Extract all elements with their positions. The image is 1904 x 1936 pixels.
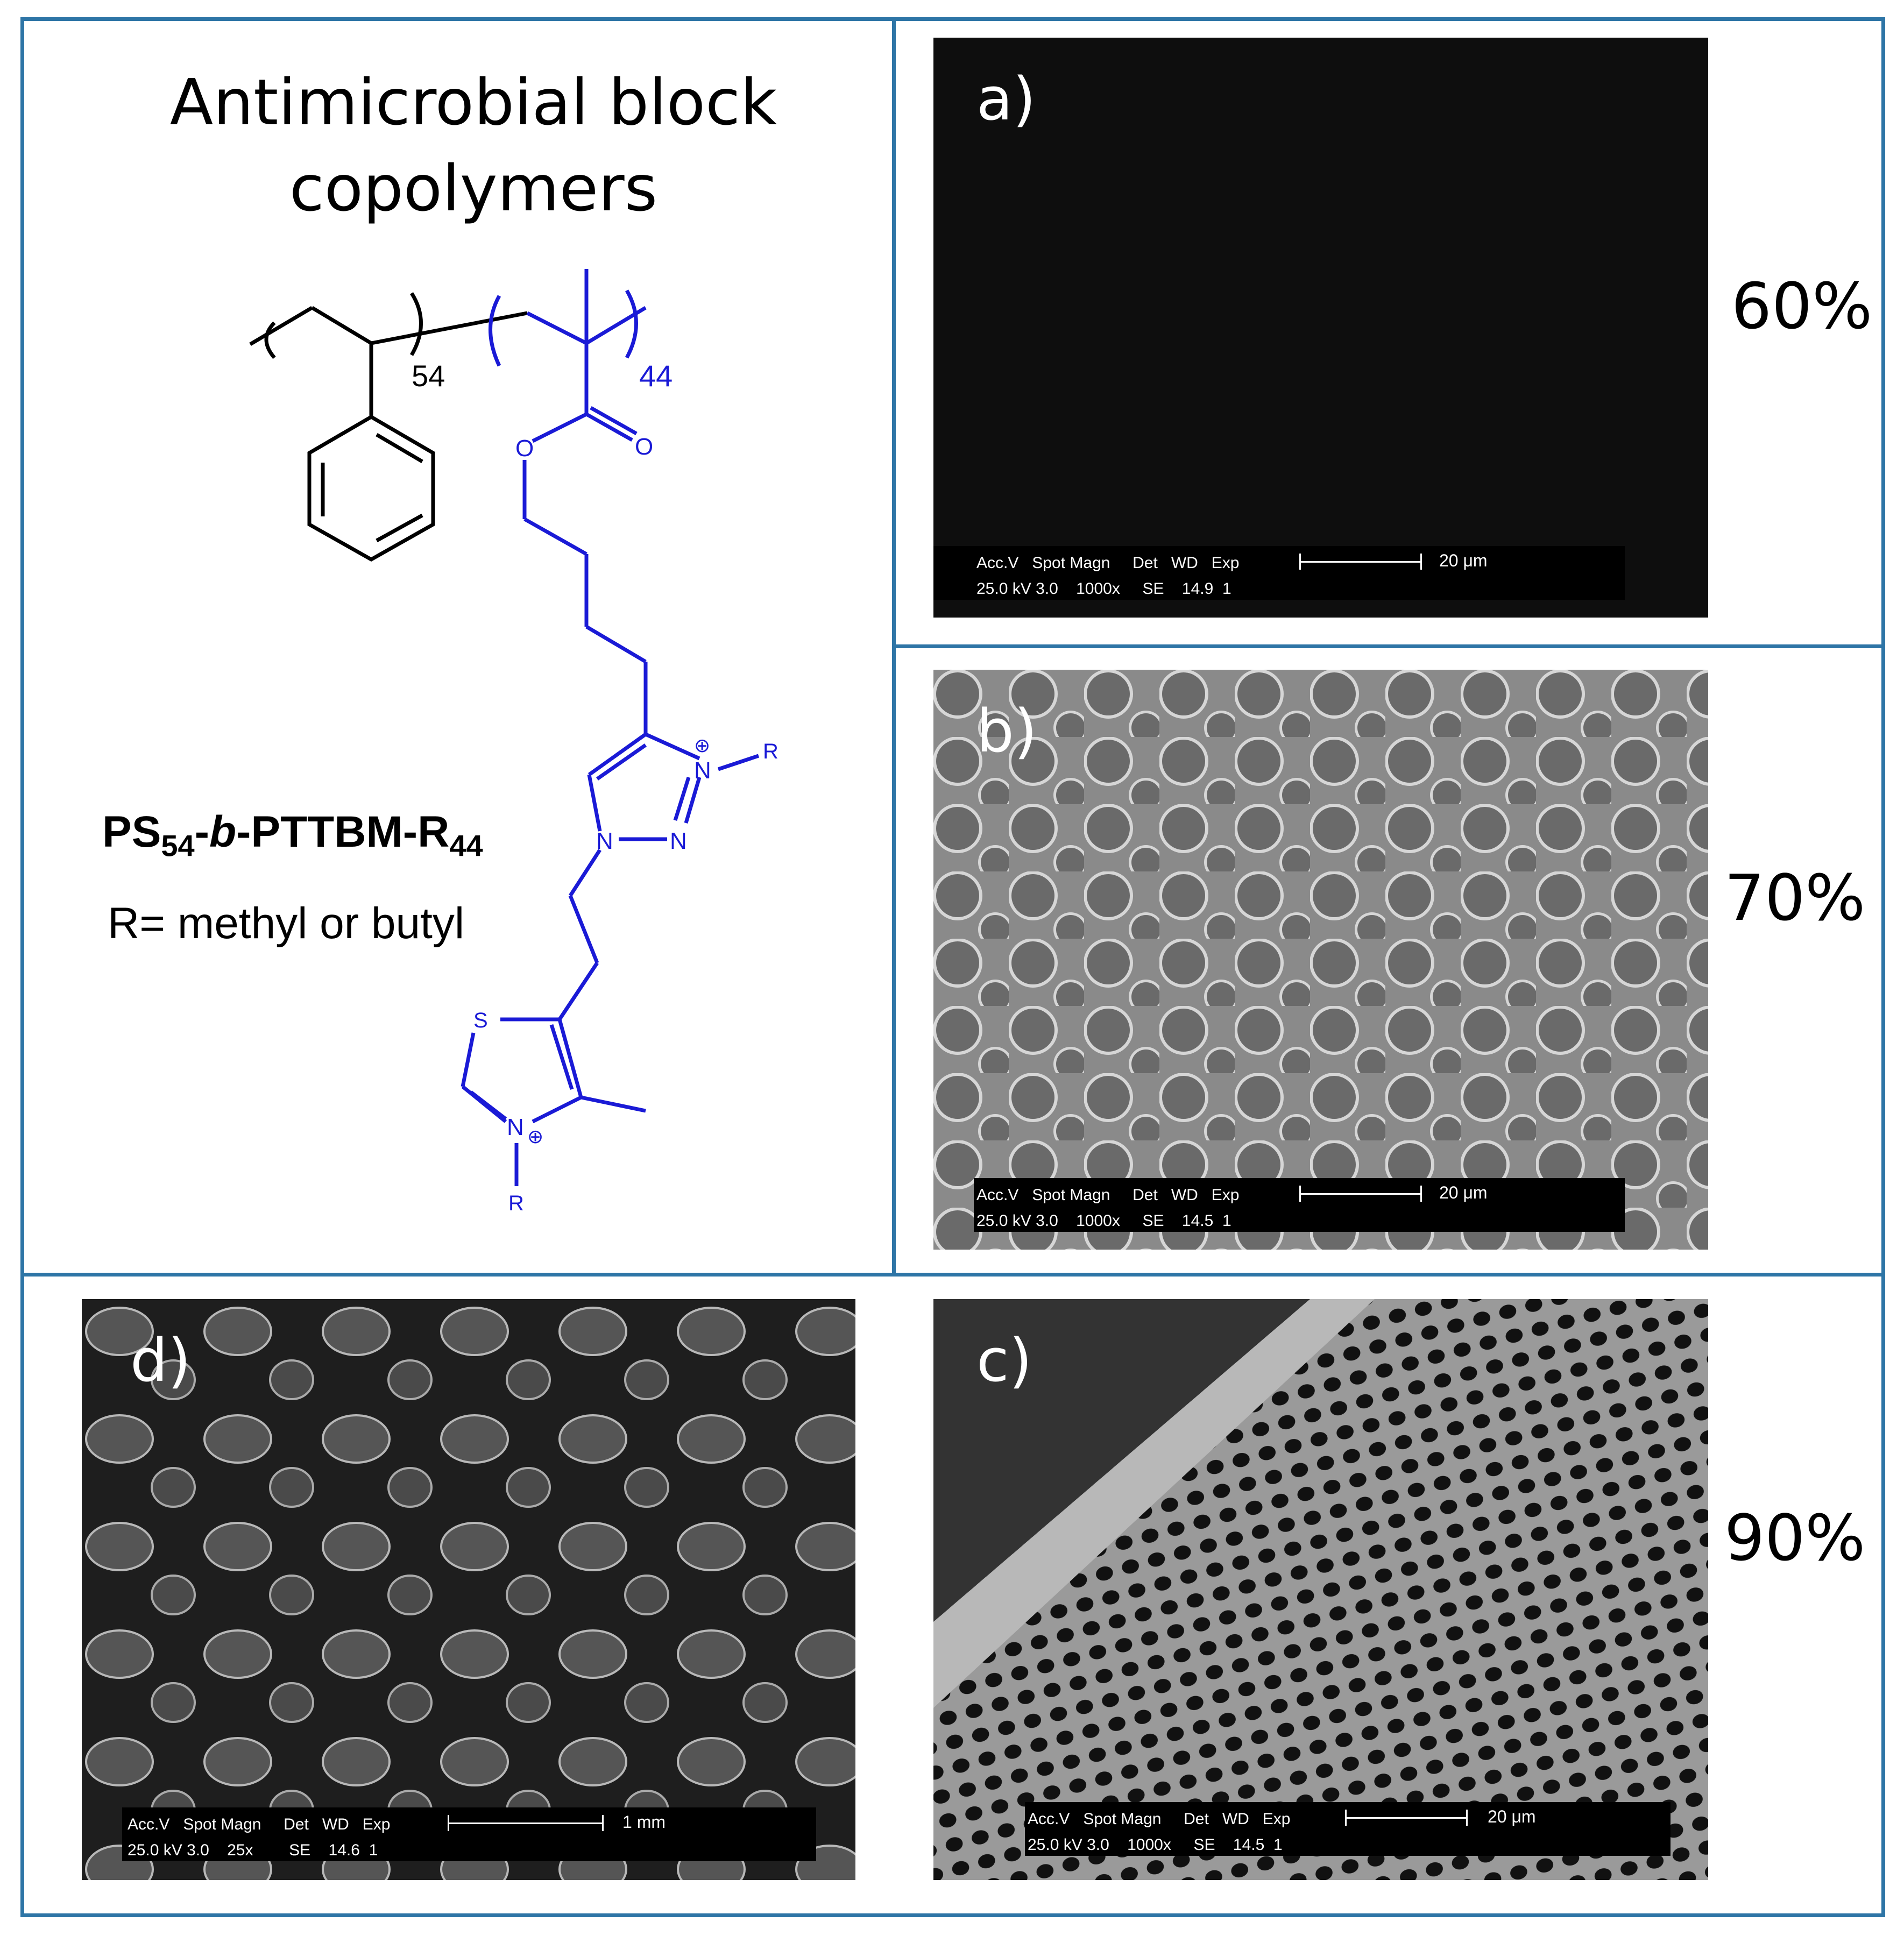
percent-c: 90% — [1724, 1501, 1866, 1575]
databar-d: Acc.V Spot Magn Det WD Exp 25.0 kV 3.0 2… — [122, 1807, 816, 1861]
pore-pattern-c — [933, 1299, 1708, 1880]
sem-image-d: d) Acc.V Spot Magn Det WD Exp 25.0 kV 3.… — [82, 1299, 855, 1880]
sem-image-b: b) Acc.V Spot Magn Det WD Exp 25.0 kV 3.… — [933, 670, 1708, 1250]
sem-image-a: a) Acc.V Spot Magn Det WD Exp 25.0 kV 3.… — [933, 38, 1708, 618]
databar-a: Acc.V Spot Magn Det WD Exp 25.0 kV 3.0 1… — [933, 546, 1625, 600]
charge-n-plus: ⊕ — [694, 734, 710, 756]
atom-n-plus: N — [694, 757, 711, 784]
panel-label-b: b) — [976, 697, 1037, 765]
figure-title: Antimicrobial block copolymers — [169, 65, 777, 225]
ps-bracket-right — [409, 292, 423, 356]
atom-n-ring1: N — [596, 828, 613, 854]
ptt-block — [461, 269, 760, 1186]
chemical-structure: 54 — [249, 269, 778, 1215]
scale-text-a: 20 μm — [1439, 551, 1488, 570]
scale-text-c: 20 μm — [1488, 1807, 1536, 1826]
atom-r1: R — [763, 740, 778, 763]
scalebar-c — [1345, 1810, 1468, 1826]
ps-block — [249, 292, 528, 562]
scalebar-d — [448, 1815, 604, 1831]
scale-text-d: 1 mm — [622, 1812, 666, 1832]
ptt-subscript: 44 — [639, 359, 673, 393]
ptt-bracket-right — [625, 289, 638, 359]
panel-label-c: c) — [976, 1326, 1032, 1395]
percent-a: 60% — [1731, 269, 1873, 343]
scalebar-a — [1299, 554, 1422, 570]
atom-o-carbonyl: O — [635, 434, 653, 460]
atom-n-ring2: N — [670, 828, 687, 854]
atom-o-ether: O — [515, 435, 534, 462]
databar-c: Acc.V Spot Magn Det WD Exp 25.0 kV 3.0 1… — [1025, 1802, 1671, 1856]
percent-b: 70% — [1724, 861, 1866, 935]
panel-label-d: d) — [130, 1326, 191, 1395]
scalebar-b — [1299, 1186, 1422, 1202]
scale-text-b: 20 μm — [1439, 1183, 1488, 1202]
blob-pattern-d — [82, 1299, 855, 1880]
r-group-definition: R= methyl or butyl — [108, 899, 465, 948]
horizontal-divider-bottom — [20, 1273, 1885, 1277]
atom-n-thiazolium: N — [507, 1114, 524, 1140]
figure-frame — [20, 17, 1885, 1917]
charge-n-thiazolium: ⊕ — [527, 1125, 543, 1147]
atom-r2: R — [508, 1192, 524, 1215]
atom-s: S — [473, 1009, 488, 1032]
databar-b: Acc.V Spot Magn Det WD Exp 25.0 kV 3.0 1… — [974, 1178, 1625, 1232]
ps-subscript: 54 — [412, 359, 445, 393]
pore-pattern-b — [933, 670, 1708, 1250]
panel-label-a: a) — [976, 65, 1036, 133]
sem-image-c: c) Acc.V Spot Magn Det WD Exp 25.0 kV 3.… — [933, 1299, 1708, 1880]
ps-bracket-left — [264, 321, 276, 359]
ptt-bracket-left — [489, 295, 501, 367]
horizontal-divider-mid — [892, 644, 1885, 648]
polymer-name: PS54-b-PTTBM-R44 — [102, 807, 483, 863]
